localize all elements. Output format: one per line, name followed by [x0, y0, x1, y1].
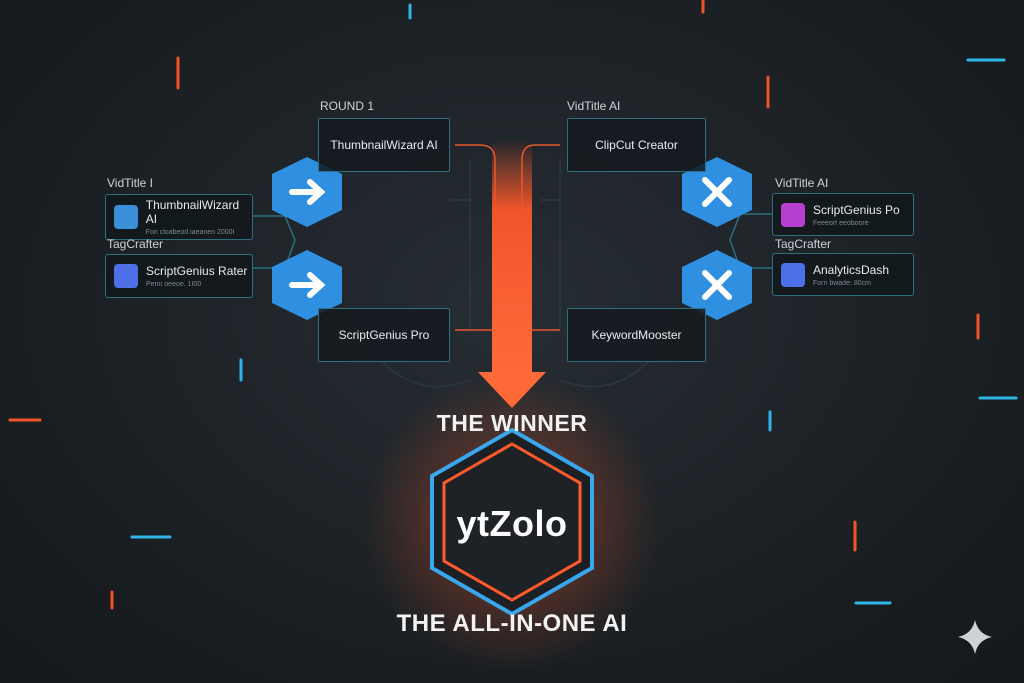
right-round-label: VidTitle AI: [567, 99, 621, 113]
winner-hexagon-inner: [442, 442, 582, 602]
keyboard-icon: [114, 264, 138, 288]
matchup-right-top[interactable]: ClipCut Creator: [567, 118, 706, 172]
contender-card[interactable]: ScriptGenius Po Feeeort eeoboore: [772, 193, 914, 236]
owl-icon: [114, 205, 138, 229]
keyboard-icon: [781, 262, 805, 287]
card-subtitle: Fon cloabeod iaeanen 2000I: [145, 229, 235, 236]
robot-icon: [781, 202, 805, 227]
arrow-right-icon: [289, 179, 326, 205]
card-subtitle: Feeeort eeoboore: [813, 219, 869, 227]
card-label: VidTitle AI: [775, 176, 829, 190]
arrow-right-icon: [289, 272, 326, 298]
round-label: ROUND 1: [320, 99, 375, 113]
card-title: AnalyticsDash: [813, 262, 890, 277]
matchup-left-bottom[interactable]: ScriptGenius Pro: [318, 308, 450, 362]
card-title: ScriptGenius Rater: [146, 264, 248, 278]
card-subtitle: Forn bwade: 80cm: [813, 279, 871, 287]
card-label: VidTitle I: [107, 176, 154, 190]
card-label: TagCrafter: [107, 237, 164, 251]
x-icon: [702, 177, 732, 207]
card-label: TagCrafter: [775, 237, 832, 251]
winner-name: ytZolo: [456, 503, 568, 544]
winner-tagline: THE ALL-IN-ONE AI: [396, 610, 628, 637]
matchup-right-bottom[interactable]: KeywordMooster: [567, 308, 706, 362]
winner-heading: THE WINNER: [436, 410, 588, 436]
matchup-left-top[interactable]: ThumbnailWizard AI: [318, 118, 450, 172]
sparkle-icon: [958, 620, 992, 654]
card-title: ThumbnailWizard AI: [145, 198, 240, 226]
card-title: ScriptGenius Po: [813, 202, 900, 217]
contender-card[interactable]: ThumbnailWizard AI Fon cloabeod iaeanen 2…: [105, 194, 253, 240]
x-icon: [702, 270, 732, 300]
card-subtitle: Penn oeeoe. 1I00: [146, 281, 202, 288]
winner-arrow-shaft: [492, 140, 532, 375]
